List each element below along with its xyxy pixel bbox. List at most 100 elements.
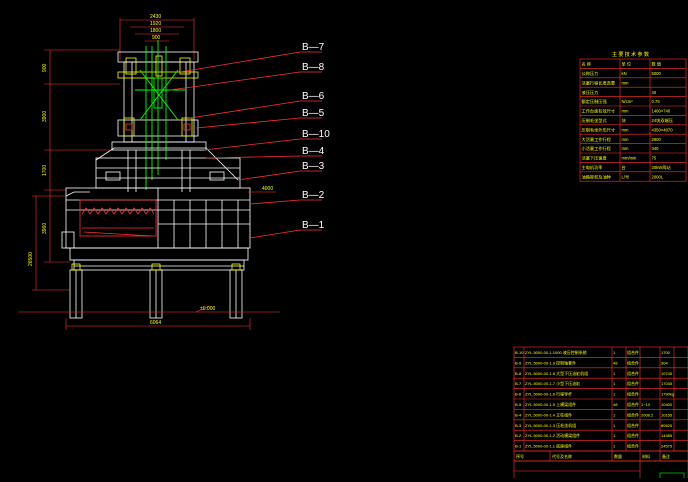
dim-top-3: 1800 (150, 28, 161, 34)
title-stamp (659, 472, 685, 480)
parts-table-grid (513, 346, 688, 482)
parts-footer-cell: 备注 (662, 453, 670, 459)
parts-cell: B-7 (515, 381, 522, 386)
parts-footer-cell: 代号及名称 (552, 453, 572, 459)
params-header-cell: 单 位 (622, 61, 632, 68)
parts-cell: ZYL.5000-00-1.7 小型下压油缸 (525, 380, 580, 386)
parts-cell: 1~10 (641, 402, 651, 407)
dim-left-1: 900 (42, 63, 48, 72)
parts-cell: B-10 (515, 350, 524, 355)
parts-cell: 1 (613, 350, 616, 355)
callout-b-1[interactable]: B—1 (302, 220, 325, 231)
params-cell: 40 (652, 90, 657, 95)
machine-elevation: 2430 1920 1800 900 (18, 14, 280, 330)
parts-footer-cell: 数量 (614, 453, 622, 459)
main-body (65, 187, 251, 249)
params-cell: 额定压制压强 (582, 98, 608, 105)
dim-left-5: 26500 (28, 252, 34, 266)
params-cell: L/号 (622, 174, 630, 180)
parts-cell: 48 (613, 360, 618, 365)
dim-left-4: 3960 (42, 223, 48, 234)
params-cell: 油箱容积及油种 (582, 173, 611, 180)
parts-cell: 1790kg (661, 392, 674, 397)
parts-cell: B-1 (515, 444, 522, 449)
parts-cell: 1 (613, 371, 616, 376)
parts-cell: 80625 (661, 423, 673, 428)
top-dimensions (119, 18, 195, 60)
params-cell: 台 (622, 164, 626, 171)
callout-b-3[interactable]: B—3 (302, 161, 325, 172)
params-cell: 24块双端压 (652, 117, 673, 124)
parts-cell: 组合件 (627, 422, 639, 428)
callout-b-2[interactable]: B—2 (302, 190, 325, 201)
parts-cell: 组合件 (627, 359, 639, 365)
parts-cell: 1 (613, 423, 616, 428)
parts-cell: 10745 (661, 371, 673, 376)
parts-cell: B-9 (515, 360, 522, 365)
params-header-cell: 名 称 (582, 61, 592, 68)
parts-cell: ZYL.5000-00-1.2 活动横梁组件 (525, 432, 580, 438)
callout-b-4[interactable]: B—4 (302, 146, 325, 157)
callout-labels: B—7 B—8 B—6 B—5 B—10 B—4 B—3 B—2 B—1 (302, 42, 330, 231)
parts-cell: 组合件 (627, 443, 639, 449)
parts-footer-cell: 序号 (516, 453, 524, 459)
parts-cell: 48 (613, 402, 618, 407)
params-cell: 大活塞工作行程 (582, 136, 612, 143)
parts-cell: 14485 (661, 433, 673, 438)
parts-cell: 24575 (661, 444, 673, 449)
cylinders (123, 55, 193, 137)
parts-cell: 1 (613, 444, 616, 449)
parts-cell: ZYL.5000-00-1.6 行程导杆 (525, 391, 572, 397)
parts-cell: ZYL.5000-00-1.4 立柱组件 (525, 411, 572, 417)
base (69, 247, 249, 271)
callout-leaders (169, 51, 322, 239)
parts-cell: ZYL.5000-00-1.3 压毛坐机组 (525, 422, 576, 428)
callout-b-5[interactable]: B—5 (302, 108, 325, 119)
parts-cell: 10400 (661, 402, 673, 407)
dim-left-2: 3900 (42, 111, 48, 122)
params-cell: 液压压力 (582, 89, 599, 96)
hydraulic-lines (135, 40, 185, 190)
parts-cell: B-3 (515, 423, 522, 428)
params-cell: mm (622, 127, 629, 132)
callout-b-6[interactable]: B—6 (302, 91, 325, 102)
parts-cell: B-4 (515, 412, 522, 417)
params-cell: 2800 (652, 137, 662, 142)
params-cell: 小活塞工作行程 (582, 145, 612, 152)
dim-top-1: 2430 (150, 14, 161, 20)
params-cell: 主电机功率 (582, 164, 603, 171)
params-cell: kN (622, 71, 627, 76)
columns (127, 150, 191, 192)
parts-cell: ZYL.5000-00-1.1 底座组件 (525, 443, 572, 449)
callout-b-8[interactable]: B—8 (302, 62, 325, 73)
params-cell: 340 (652, 146, 660, 151)
parts-cell: 1 (613, 392, 616, 397)
params-table-title: 主 要 技 术 参 数 (612, 51, 649, 58)
parts-cell: B-2 (515, 433, 522, 438)
parts-cell: 1 (613, 433, 616, 438)
crossbeam (95, 147, 241, 189)
dim-top-2: 1920 (150, 21, 161, 27)
parts-cell: 1 (613, 381, 616, 386)
parts-cell: 1 (613, 412, 616, 417)
params-cell: 1400×740 (652, 109, 671, 114)
parts-cell: ZYL.5000-00-1.5 上横梁组件 (525, 401, 576, 407)
dim-side: 4000 (262, 186, 273, 192)
params-cell: 工作台面有效尺寸 (582, 108, 616, 115)
parts-footer-cell: 材料 (642, 453, 650, 459)
parts-cell: 组合件 (627, 380, 639, 386)
params-cell: mm (622, 137, 629, 142)
params-cell: 75 (652, 156, 657, 161)
params-cell: 4350×4070 (652, 127, 674, 132)
foundation-piers (69, 269, 243, 319)
callout-b-7[interactable]: B—7 (302, 42, 325, 53)
parts-cell: 组合件 (627, 432, 639, 438)
callout-b-10[interactable]: B—10 (302, 129, 330, 140)
params-cell: 公称压力 (582, 70, 599, 77)
